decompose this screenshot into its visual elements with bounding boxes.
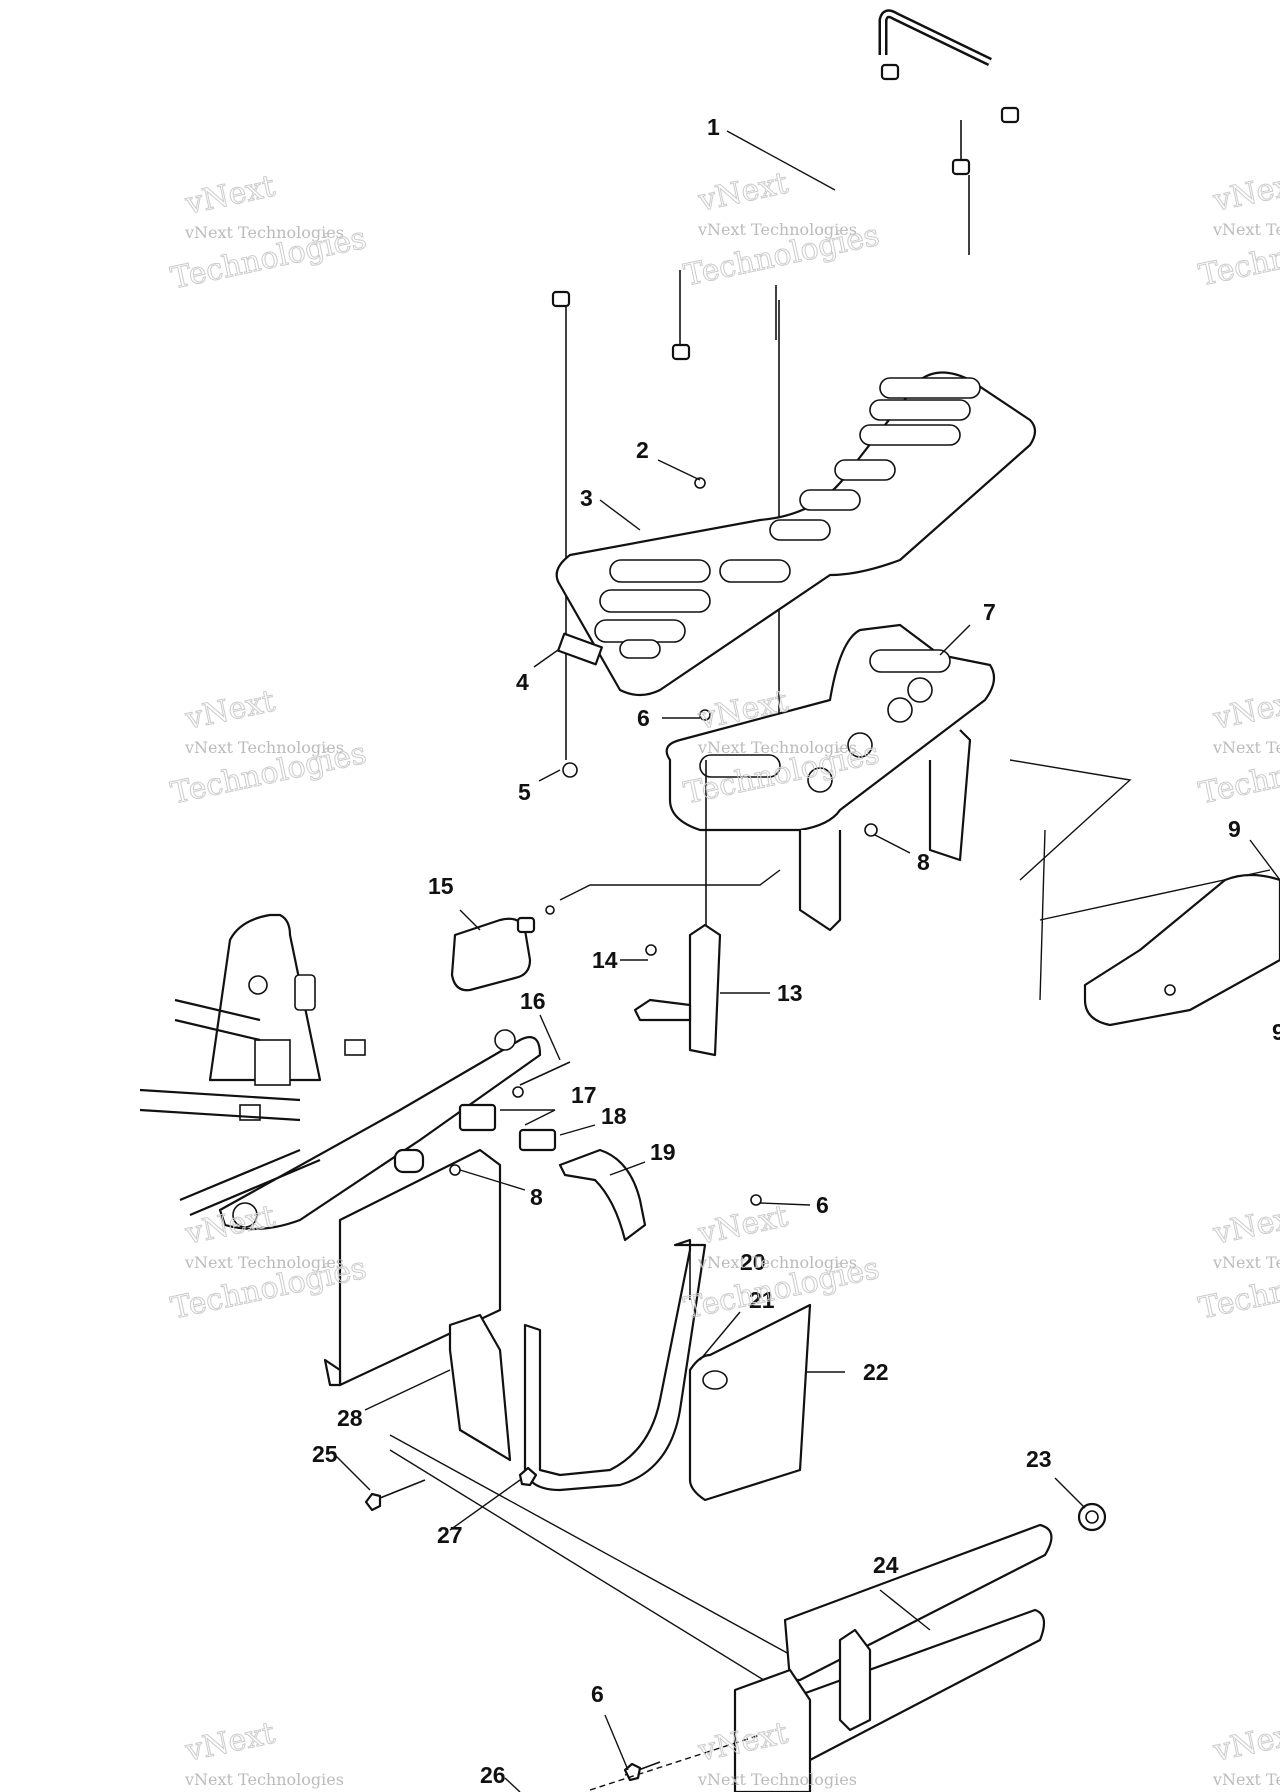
callout-19: 19 [650,1139,676,1165]
bolt-nut-group [364,1466,538,1512]
callout-21: 21 [749,1287,775,1313]
callout-8-a: 8 [917,849,930,875]
watermark-brand: vNext [182,169,278,222]
watermark-line: vNext Technologies [697,220,857,239]
mount-plate-part [389,1313,801,1691]
watermark-brand: vNext [182,684,278,737]
fasteners [557,477,878,1206]
guard-panel-part [688,1303,812,1502]
watermark-line: vNext Technologies [697,1253,857,1272]
watermark-line: vNext Technologies [184,1770,344,1789]
callout-23: 23 [1026,1446,1052,1472]
watermark-brand: vNext [1210,1716,1280,1769]
watermark-brand: vNext [182,1716,278,1769]
callout-25: 25 [312,1441,338,1467]
front-bracket-part [523,1238,707,1492]
callout-6-b: 6 [816,1192,829,1218]
callout-14: 14 [592,947,618,973]
small-hardware-group [449,1061,647,1242]
leader-lines [334,130,1280,1792]
callout-27: 27 [437,1522,463,1548]
watermark-brand: vNext [1210,684,1280,737]
callout-17: 17 [571,1082,597,1108]
callout-4: 4 [516,669,529,695]
callout-15: 15 [428,873,454,899]
light-bracket-part [633,760,722,1057]
watermark-line: vNext Technologies [184,1253,344,1272]
callout-6-c: 6 [591,1681,604,1707]
watermark-8: vNext vNext Technologies Technologies [680,1198,882,1327]
watermark-brand: vNext [695,166,791,219]
callout-28: 28 [337,1405,363,1431]
watermark-brand: vNext [695,1199,791,1252]
callout-3: 3 [580,485,593,511]
callout-26: 26 [480,1762,506,1788]
callout-20: 20 [740,1249,766,1275]
callout-8-b: 8 [530,1184,543,1210]
callout-9-a: 9 [1228,816,1241,842]
side-bar-part [1083,873,1280,1027]
callout-18: 18 [601,1103,627,1129]
watermark-6: vNext vNext Technologies Technologies [1195,683,1280,812]
watermark-9: vNext vNext Technologies Technologies [1195,1198,1280,1327]
callout-labels: 1 2 3 4 5 6 6 6 7 8 8 9 9 13 14 15 16 17… [312,114,1280,1788]
frame-part [139,913,542,1231]
callout-5: 5 [518,779,531,805]
watermark-4: vNext vNext Technologies Technologies [167,683,369,812]
watermark-line: vNext Technologies [1212,220,1280,239]
callout-2: 2 [636,437,649,463]
watermark-line: vNext Technologies [1212,1770,1280,1789]
callout-22: 22 [863,1359,889,1385]
callout-6-a: 6 [637,705,650,731]
watermark-10: vNext vNext Technologies [181,1715,344,1789]
callout-1: 1 [707,114,720,140]
watermark-1: vNext vNext Technologies Technologies [167,168,369,297]
watermark-brand: vNext [1210,166,1280,219]
tail-light-part [450,869,781,992]
callout-24: 24 [873,1552,899,1578]
watermark-line: vNext Technologies [697,738,857,757]
rack-platform-part [555,371,1037,697]
callout-13: 13 [777,980,803,1006]
watermark-line: vNext Technologies [1212,738,1280,757]
watermark-3: vNext vNext Technologies Technologies [1195,165,1280,294]
watermark-12: vNext vNext Technologies [1209,1715,1280,1789]
watermark-brand: vNext [182,1199,278,1252]
callout-9-b: 9 [1272,1019,1280,1045]
watermark-line: vNext Technologies [184,738,344,757]
watermark-line: vNext Technologies [1212,1253,1280,1272]
rack-base-part [665,623,1271,1001]
watermark-2: vNext vNext Technologies Technologies [680,165,882,294]
watermark-line: vNext Technologies [697,1770,857,1789]
callout-16: 16 [520,988,546,1014]
callout-7: 7 [983,599,996,625]
bumper-part [589,1502,1107,1792]
watermark-brand: vNext [1210,1199,1280,1252]
watermark-line: vNext Technologies [184,223,344,242]
